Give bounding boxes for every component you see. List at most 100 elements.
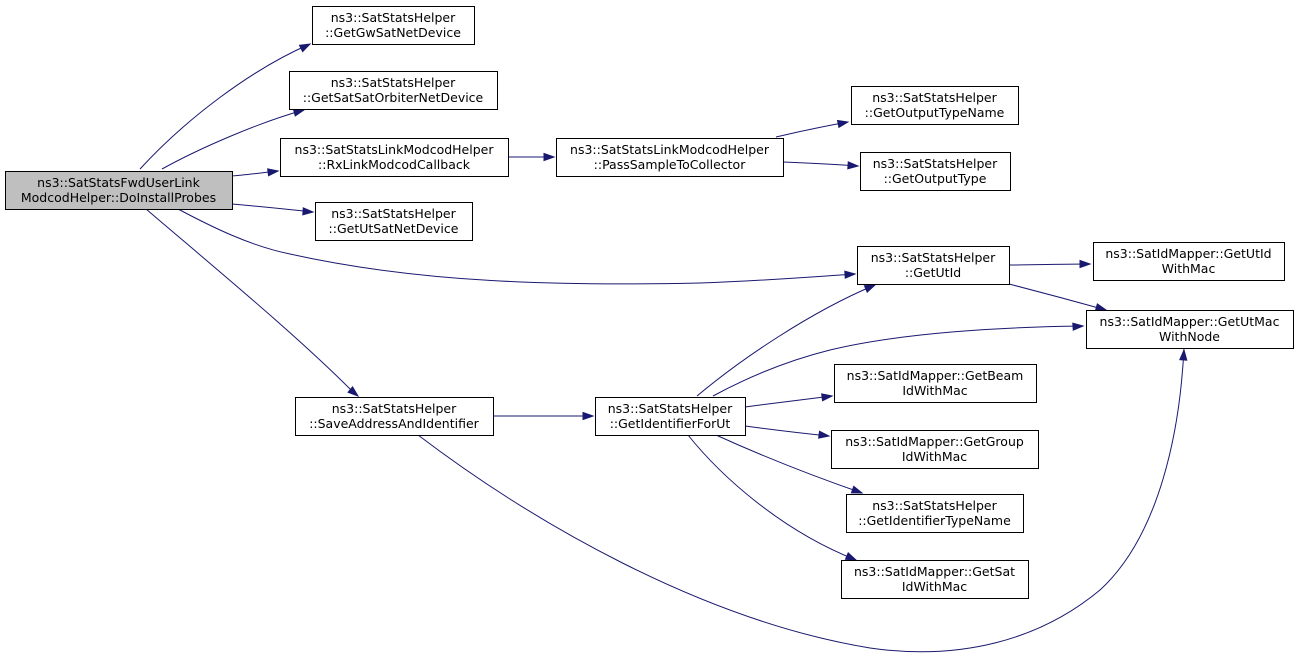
node-box[interactable] [595, 397, 746, 436]
edge-line [231, 203, 314, 213]
arrowhead-icon [863, 284, 877, 294]
node-satorb[interactable]: ns3::SatStatsHelper::GetSatSatOrbiterNet… [289, 71, 498, 110]
node-label-line: ::GetOutputType [884, 171, 987, 186]
node-label-line: ::GetIdentifierTypeName [858, 513, 1011, 528]
node-idtypename[interactable]: ns3::SatStatsHelper::GetIdentifierTypeNa… [846, 494, 1024, 533]
edge-line [417, 347, 1185, 653]
edge-getutid-to-utidmac [1008, 259, 1092, 269]
node-label-line: ::GetUtId [905, 265, 961, 280]
edge-pass-to-outtype [782, 161, 860, 170]
node-utsat[interactable]: ns3::SatStatsHelper::GetUtSatNetDevice [315, 202, 473, 241]
arrowhead-icon [844, 551, 858, 561]
node-label-line: ns3::SatStatsHelper [872, 498, 997, 513]
edge-rxlink-to-pass [508, 152, 556, 162]
arrowhead-icon [1072, 322, 1085, 331]
nodes-layer: ns3::SatStatsFwdUserLinkModcodHelper::Do… [5, 6, 1294, 599]
node-box[interactable] [315, 202, 473, 241]
edge-line [161, 109, 305, 170]
node-label-line: ns3::SatStatsHelper [872, 90, 997, 105]
node-box[interactable] [857, 246, 1010, 285]
node-box[interactable] [289, 71, 498, 110]
node-saveaddr[interactable]: ns3::SatStatsHelper::SaveAddressAndIdent… [295, 397, 494, 436]
edge-line [696, 284, 876, 397]
arrowhead-icon [582, 411, 595, 421]
node-root[interactable]: ns3::SatStatsFwdUserLinkModcodHelper::Do… [5, 171, 233, 210]
arrowhead-icon [850, 485, 864, 494]
node-label-line: ::RxLinkModcodCallback [318, 157, 471, 172]
node-box[interactable] [851, 86, 1019, 125]
edge-line [177, 208, 856, 285]
edge-line [782, 161, 859, 167]
edge-identut-to-utmacnode [712, 322, 1085, 397]
edge-getutid-to-utmacnode [1008, 283, 1108, 312]
node-box[interactable] [1086, 310, 1294, 349]
node-label-line: WithNode [1159, 329, 1220, 344]
node-label-line: ns3::SatIdMapper::GetSat [854, 564, 1015, 579]
arrowhead-icon [844, 270, 857, 279]
node-rxlink[interactable]: ns3::SatStatsLinkModcodHelper::RxLinkMod… [280, 138, 509, 177]
arrowhead-icon [298, 43, 312, 53]
node-box[interactable] [841, 560, 1029, 599]
arrowhead-icon [1179, 348, 1188, 361]
node-label-line: WithMac [1162, 261, 1216, 276]
node-label-line: ModcodHelper::DoInstallProbes [21, 190, 216, 205]
node-box[interactable] [312, 6, 475, 45]
edge-saveaddr-to-identut [493, 411, 595, 421]
edge-root-to-rxlink [231, 168, 280, 177]
arrowhead-icon [818, 430, 831, 439]
edge-line [712, 325, 1084, 397]
edge-saveaddr-to-utmacnode [417, 347, 1188, 653]
node-box[interactable] [280, 138, 509, 177]
node-box[interactable] [1093, 242, 1285, 281]
node-box[interactable] [5, 171, 233, 210]
node-box[interactable] [831, 430, 1039, 469]
node-label-line: ns3::SatStatsHelper [331, 206, 456, 221]
edges-layer [139, 43, 1188, 653]
edge-line [1008, 283, 1107, 311]
edge-identut-to-idtypename [715, 434, 864, 494]
arrowhead-icon [836, 119, 850, 129]
node-label-line: ns3::SatIdMapper::GetUtId [1105, 246, 1271, 261]
edge-line [687, 434, 857, 561]
arrowhead-icon [347, 386, 360, 397]
node-getutid[interactable]: ns3::SatStatsHelper::GetUtId [857, 246, 1010, 285]
edge-line [744, 395, 833, 408]
node-label-line: IdWithMac [902, 449, 967, 464]
node-box[interactable] [556, 138, 784, 177]
node-box[interactable] [846, 494, 1024, 533]
node-gwsat[interactable]: ns3::SatStatsHelper::GetGwSatNetDevice [312, 6, 475, 45]
edge-root-to-utsat [231, 203, 315, 216]
edge-line [145, 208, 356, 395]
node-outtype[interactable]: ns3::SatStatsHelper::GetOutputType [860, 152, 1011, 191]
arrowhead-icon [847, 161, 860, 170]
node-pass[interactable]: ns3::SatStatsLinkModcodHelper::PassSampl… [556, 138, 784, 177]
node-label-line: ::GetIdentifierForUt [610, 416, 731, 431]
node-identut[interactable]: ns3::SatStatsHelper::GetIdentifierForUt [595, 397, 746, 436]
node-label-line: ::PassSampleToCollector [594, 157, 747, 172]
edge-root-to-getutid [177, 208, 857, 285]
edge-line [775, 121, 849, 138]
node-box[interactable] [860, 152, 1011, 191]
node-outname[interactable]: ns3::SatStatsHelper::GetOutputTypeName [851, 86, 1019, 125]
node-box[interactable] [834, 364, 1037, 403]
arrowhead-icon [292, 108, 306, 117]
arrowhead-icon [543, 152, 556, 162]
arrowhead-icon [267, 168, 280, 177]
edge-line [744, 425, 830, 437]
node-label-line: ::SaveAddressAndIdentifier [309, 416, 479, 431]
node-label-line: ns3::SatStatsFwdUserLink [37, 175, 200, 190]
node-label-line: ns3::SatStatsHelper [332, 401, 457, 416]
node-box[interactable] [295, 397, 494, 436]
node-label-line: ns3::SatIdMapper::GetBeam [847, 368, 1024, 383]
node-label-line: ::GetGwSatNetDevice [325, 25, 461, 40]
node-label-line: IdWithMac [902, 383, 967, 398]
edge-identut-to-sat [687, 434, 858, 561]
node-label-line: ns3::SatStatsLinkModcodHelper [570, 142, 770, 157]
edge-root-to-gwsat [139, 43, 312, 170]
node-label-line: ns3::SatStatsHelper [331, 75, 456, 90]
